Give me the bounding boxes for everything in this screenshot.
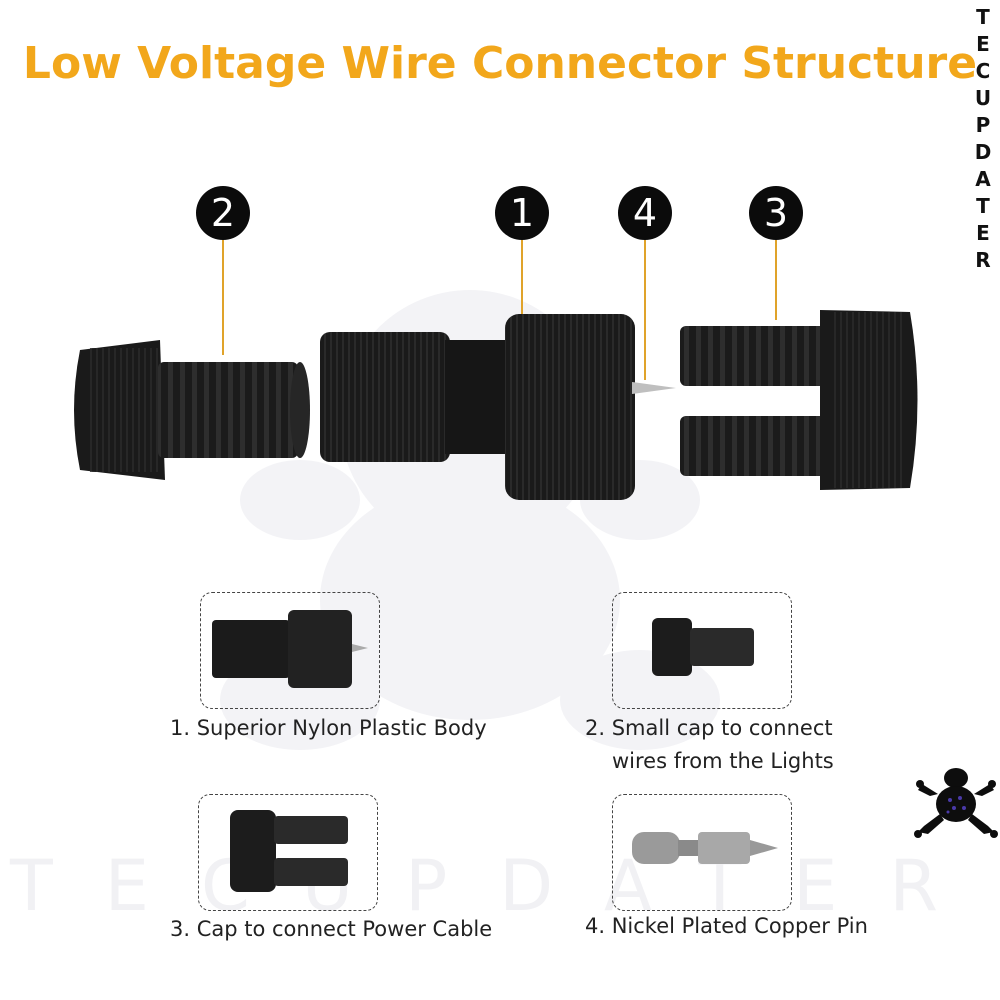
nylon-body-part: [320, 314, 635, 500]
brand-letter: U: [974, 86, 992, 110]
brand-letter: A: [975, 167, 991, 191]
brand-letter: T: [976, 5, 990, 29]
part-1-thumbnail: [212, 610, 368, 688]
callout-badge-3: 3: [749, 186, 803, 240]
power-cap-part: [680, 310, 918, 490]
part-3-caption: 3. Cap to connect Power Cable: [170, 917, 493, 941]
part-1-thumbnail-frame: [200, 592, 380, 709]
brand-letter: D: [974, 140, 992, 164]
callout-leader-2: [222, 240, 224, 355]
small-cap-part: [74, 340, 310, 480]
part-2-thumbnail-frame: [612, 592, 792, 709]
part-2-caption-line1: 2. Small cap to connect: [585, 716, 833, 740]
callout-badge-1: 1: [495, 186, 549, 240]
part-2-thumbnail: [652, 618, 754, 676]
part-3-thumbnail-frame: [198, 794, 378, 911]
brand-letter: C: [975, 59, 991, 83]
callout-badge-2: 2: [196, 186, 250, 240]
brand-letter: T: [976, 194, 990, 218]
part-4-caption: 4. Nickel Plated Copper Pin: [585, 914, 868, 938]
frog-logo-icon: [914, 768, 998, 838]
callout-badge-4: 4: [618, 186, 672, 240]
part-4-thumbnail: [632, 832, 778, 864]
part-3-thumbnail: [230, 810, 348, 892]
callout-leader-1: [521, 240, 523, 318]
brand-letter: R: [975, 248, 991, 272]
copper-pin-part: [632, 382, 676, 394]
part-2-caption-line2: wires from the Lights: [612, 749, 834, 773]
callout-leader-4: [644, 240, 646, 380]
part-4-thumbnail-frame: [612, 794, 792, 911]
brand-vertical-text: T E C U P D A T E R: [972, 4, 994, 274]
connector-exploded-view: [74, 310, 918, 500]
brand-letter: E: [976, 32, 990, 56]
page-title: Low Voltage Wire Connector Structure: [22, 38, 978, 89]
brand-letter: P: [975, 113, 991, 137]
part-1-caption: 1. Superior Nylon Plastic Body: [170, 716, 487, 740]
callout-leader-3: [775, 240, 777, 320]
brand-letter: E: [976, 221, 990, 245]
